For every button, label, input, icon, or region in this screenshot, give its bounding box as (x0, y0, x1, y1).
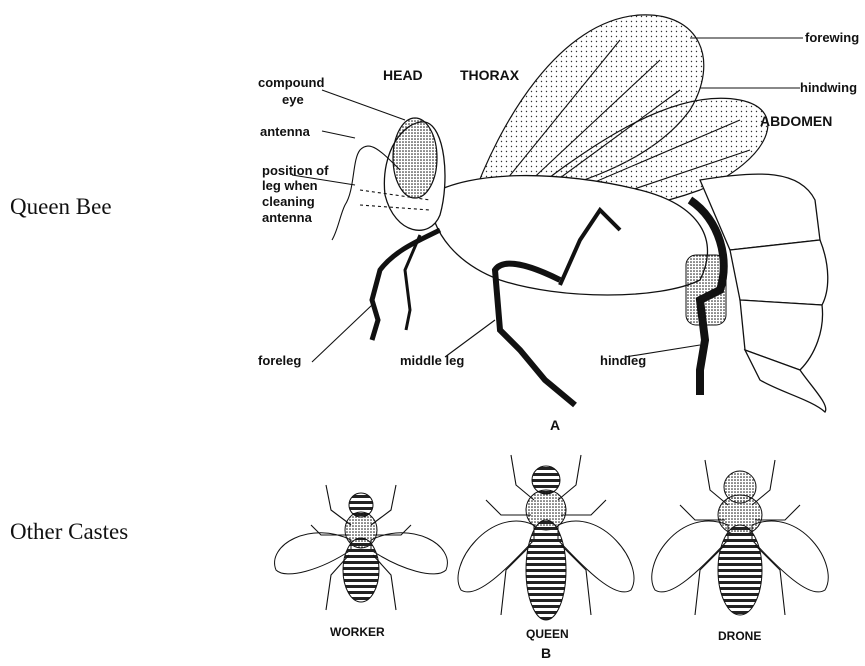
compound-eye-label-line1: compound (258, 75, 324, 90)
position-label-line2: leg when (262, 178, 318, 193)
middle-leg-label: middle leg (400, 353, 464, 368)
figure-b-letter: B (541, 645, 551, 661)
abdomen-label: ABDOMEN (760, 113, 832, 129)
position-label-line4: antenna (262, 210, 313, 225)
foreleg-label: foreleg (258, 353, 301, 368)
antenna-label: antenna (260, 124, 311, 139)
caste-label-worker: WORKER (330, 625, 385, 639)
queen-bee-drawing (458, 455, 634, 620)
drone-bee-drawing (652, 460, 828, 615)
worker-bee-drawing (275, 485, 448, 610)
queen-bee-side-view: compound eye HEAD THORAX ABDOMEN antenna… (258, 15, 859, 433)
forewing-label: forewing (805, 30, 859, 45)
position-label-line3: cleaning (262, 194, 315, 209)
figure-a-letter: A (550, 417, 560, 433)
compound-eye-shape (393, 118, 437, 198)
thorax-label: THORAX (460, 67, 520, 83)
caste-label-queen: QUEEN (526, 627, 569, 641)
compound-eye-label-line2: eye (282, 92, 304, 107)
hindwing-label: hindwing (800, 80, 857, 95)
hindleg-label: hindleg (600, 353, 646, 368)
head-label: HEAD (383, 67, 423, 83)
caste-label-drone: DRONE (718, 629, 761, 643)
position-label-line1: position of (262, 163, 329, 178)
